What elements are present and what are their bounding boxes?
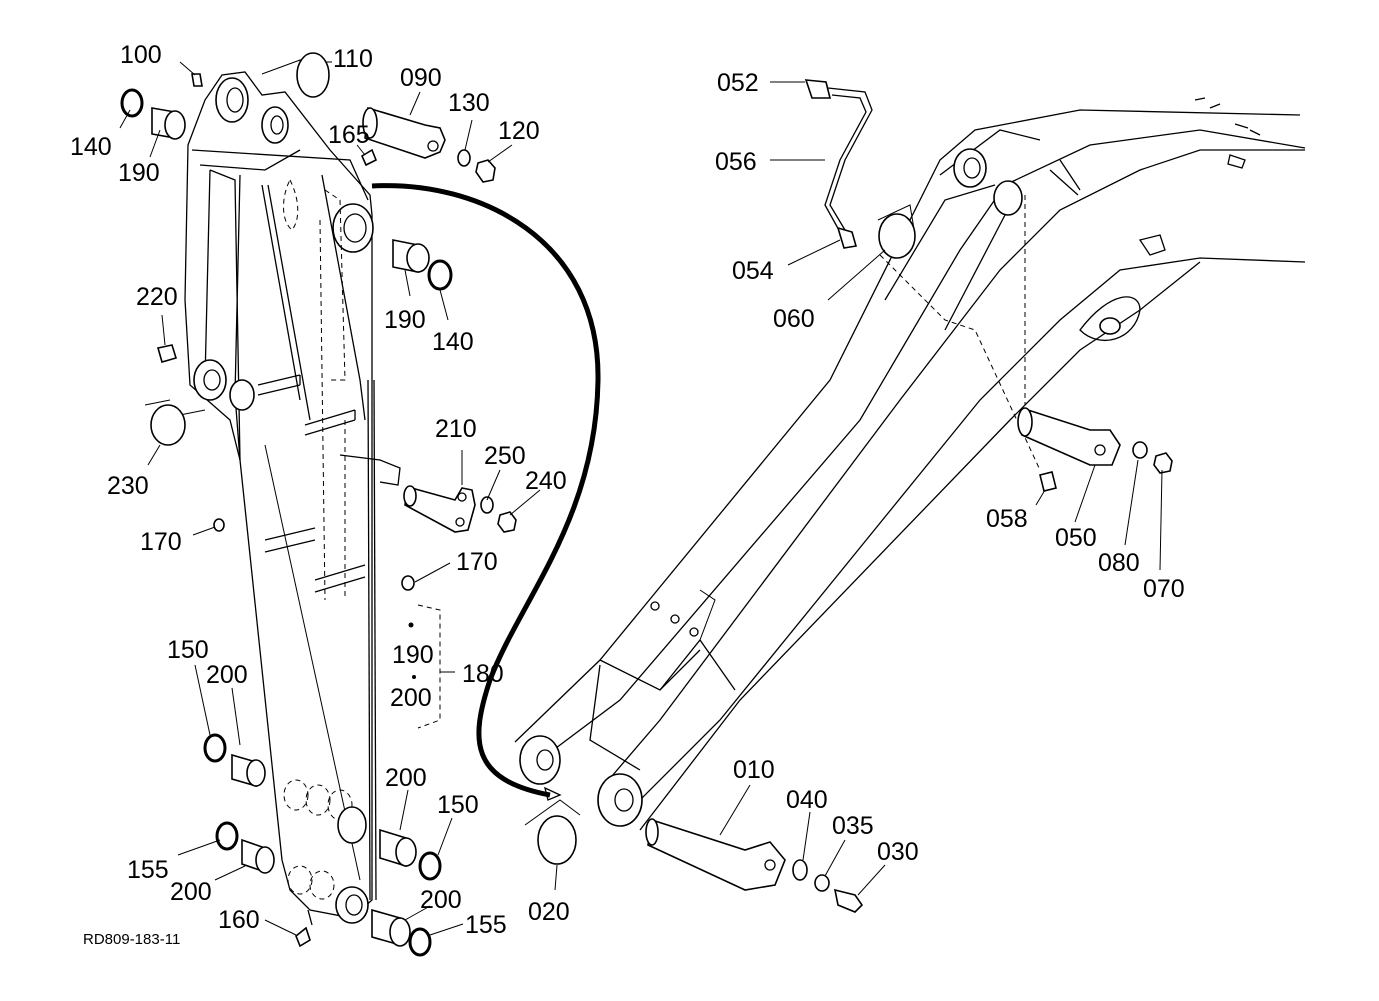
label-040: 040 bbox=[786, 786, 828, 814]
label-030: 030 bbox=[877, 838, 919, 866]
label-200-left-top: 200 bbox=[206, 661, 248, 689]
arm-small-parts bbox=[120, 52, 517, 957]
label-052: 052 bbox=[717, 69, 759, 97]
boom-small-parts bbox=[524, 79, 1173, 913]
label-110: 110 bbox=[333, 45, 373, 73]
label-100: 100 bbox=[120, 41, 162, 69]
label-250: 250 bbox=[484, 442, 526, 470]
label-090: 090 bbox=[400, 64, 442, 92]
label-190-group: 190 bbox=[392, 641, 434, 669]
label-200-right-bottom: 200 bbox=[420, 886, 462, 914]
label-060: 060 bbox=[773, 305, 815, 333]
drawing-code: RD809-183-11 bbox=[83, 931, 180, 948]
label-165: 165 bbox=[328, 121, 370, 149]
label-140-right: 140 bbox=[432, 328, 474, 356]
label-056: 056 bbox=[715, 148, 757, 176]
label-230: 230 bbox=[107, 472, 149, 500]
label-220: 220 bbox=[136, 283, 178, 311]
label-140-top: 140 bbox=[70, 133, 112, 161]
hose-arc bbox=[371, 183, 601, 798]
label-050: 050 bbox=[1055, 524, 1097, 552]
label-150-right: 150 bbox=[437, 791, 479, 819]
label-120: 120 bbox=[498, 117, 540, 145]
label-035: 035 bbox=[832, 812, 874, 840]
label-155-right: 155 bbox=[465, 911, 507, 939]
label-130: 130 bbox=[448, 89, 490, 117]
label-190-top: 190 bbox=[118, 159, 160, 187]
label-010: 010 bbox=[733, 756, 775, 784]
label-200-right-mid: 200 bbox=[385, 764, 427, 792]
label-020: 020 bbox=[528, 898, 570, 926]
label-080: 080 bbox=[1098, 549, 1140, 577]
label-054: 054 bbox=[732, 257, 774, 285]
arm-assembly bbox=[184, 71, 401, 924]
part-labels: 100 110 090 130 120 165 140 190 190 140 … bbox=[70, 41, 1185, 939]
label-240: 240 bbox=[525, 467, 567, 495]
label-170-right: 170 bbox=[456, 548, 498, 576]
label-058: 058 bbox=[986, 505, 1028, 533]
boom-assembly bbox=[514, 97, 1306, 831]
label-070: 070 bbox=[1143, 575, 1185, 603]
label-200-left-bottom: 200 bbox=[170, 878, 212, 906]
label-170-left: 170 bbox=[140, 528, 182, 556]
label-200-group: 200 bbox=[390, 684, 432, 712]
label-160: 160 bbox=[218, 906, 260, 934]
label-210: 210 bbox=[435, 415, 477, 443]
label-190-right: 190 bbox=[384, 306, 426, 334]
label-155-left: 155 bbox=[127, 856, 169, 884]
label-150-left: 150 bbox=[167, 636, 209, 664]
label-180: 180 bbox=[462, 660, 504, 688]
leader-lines bbox=[119, 61, 1163, 936]
